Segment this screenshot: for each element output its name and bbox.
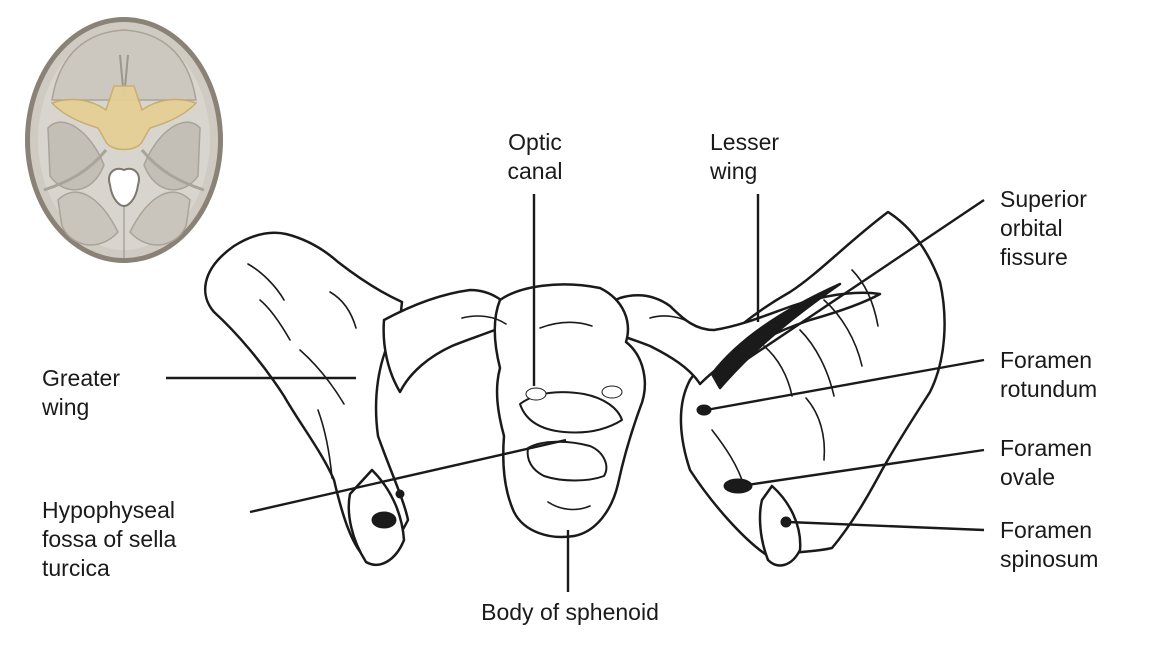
- sphenoid-highlight: [50, 85, 198, 151]
- leader-hypophyseal-fossa: [249, 438, 567, 514]
- leader-foramen-ovale: [739, 448, 985, 488]
- leader-foramen-rotundum: [705, 358, 985, 412]
- leader-lines: [166, 194, 985, 592]
- leader-foramen-spinosum: [787, 520, 985, 532]
- optic-canal-shape: [525, 387, 547, 401]
- leader-superior-orbital-fissure: [721, 199, 985, 377]
- skull-base-thumbnail: [25, 17, 223, 263]
- right-pterygoid: [758, 484, 802, 567]
- sphenoid-bone: [203, 210, 946, 567]
- left-greater-wing: [203, 231, 410, 562]
- dorsum-sellae: [519, 391, 623, 434]
- hypophyseal-fossa: [526, 440, 608, 482]
- lesser-wing-left: [382, 288, 522, 394]
- foramen-ovale-shape: [723, 478, 753, 494]
- label-body-of-sphenoid: Body of sphenoid: [481, 599, 659, 625]
